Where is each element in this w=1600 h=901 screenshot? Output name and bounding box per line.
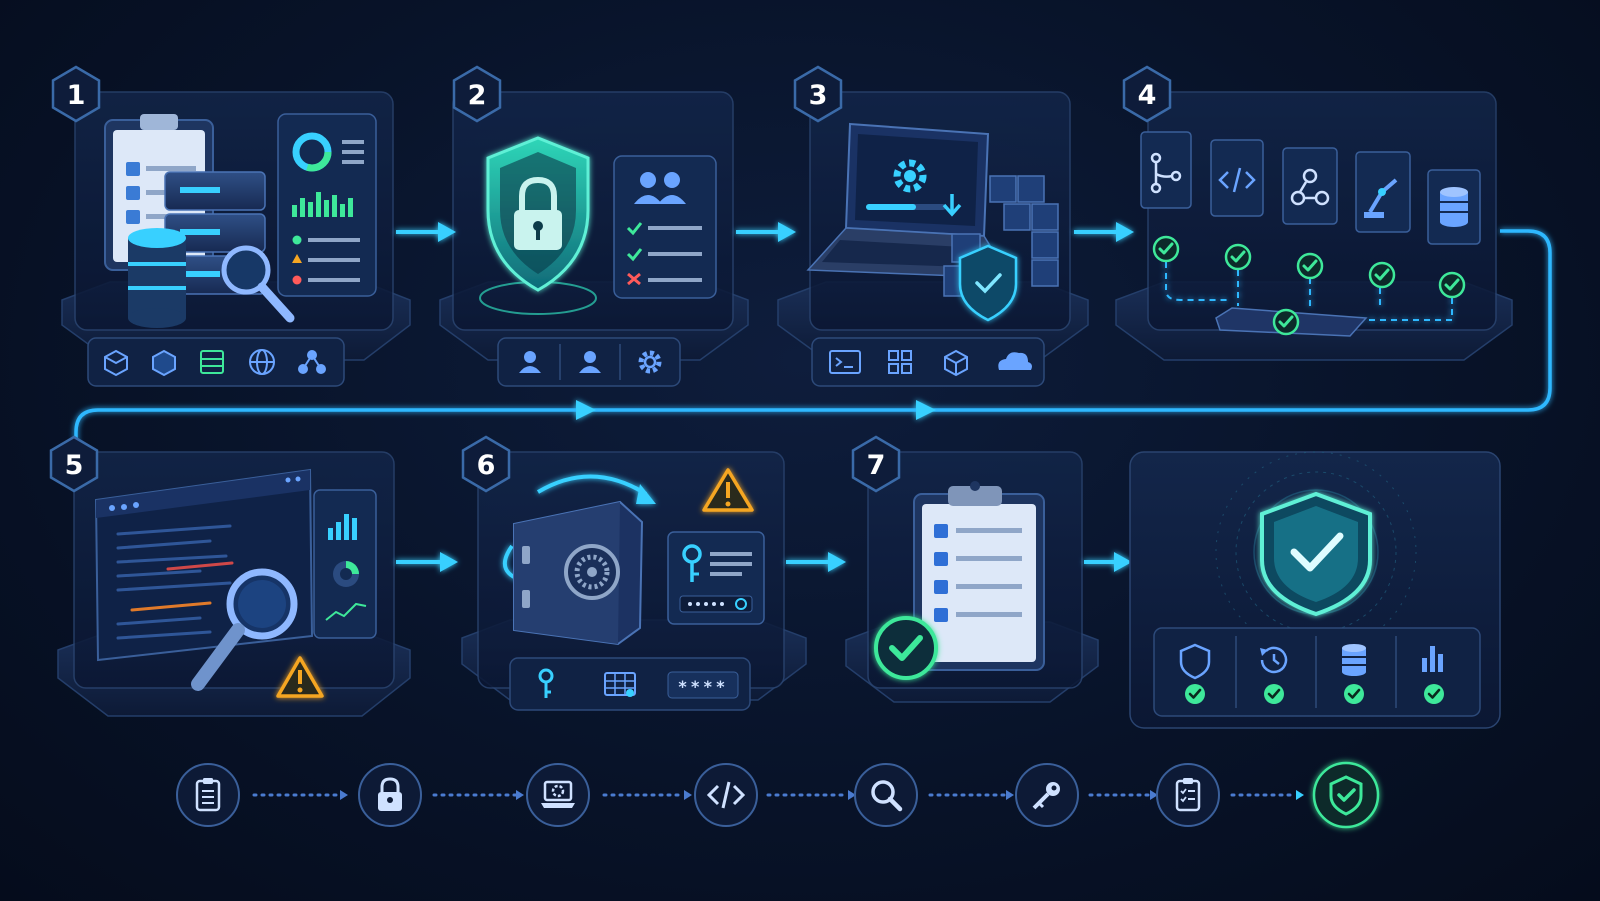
build-bar (1215, 307, 1368, 337)
robot-arm-card (1355, 151, 1411, 233)
key-icon (538, 668, 554, 698)
warning-icon (702, 468, 754, 512)
check-icon (1183, 682, 1207, 706)
webhook-card (1282, 147, 1338, 225)
timeline-laptop-settings-icon (526, 763, 590, 827)
check-icon (1224, 243, 1252, 271)
user-icon (519, 351, 541, 373)
grid-icon (888, 350, 912, 374)
checklist-clipboard-icon (913, 481, 1045, 671)
metrics-card (313, 489, 377, 639)
step-badge-1: 1 (51, 65, 101, 123)
flow-connector (74, 229, 1552, 445)
package-icon (152, 349, 176, 377)
check-icon (1368, 261, 1396, 289)
terminal-icon (829, 350, 861, 374)
flow-arrow (786, 552, 846, 572)
magnifier-icon (221, 245, 295, 323)
gear-icon (638, 350, 662, 374)
bottom-timeline (176, 761, 1380, 829)
database-card (1427, 169, 1481, 245)
timeline-search-icon (854, 763, 918, 827)
server-stack-icon (164, 171, 266, 295)
database-icon (1342, 644, 1366, 676)
timeline-key-icon (1015, 763, 1079, 827)
user-icon (579, 351, 601, 373)
flow-arrow (396, 552, 458, 572)
step-badge-2: 2 (452, 65, 502, 123)
shield-lock-icon (486, 136, 590, 292)
history-icon (1260, 646, 1288, 674)
user-permissions-card (613, 155, 717, 299)
svg-text:4: 4 (1138, 80, 1157, 111)
approved-check-icon (874, 616, 938, 680)
step-6-secrets-rotation: **** (461, 451, 807, 711)
flow-arrow (736, 222, 796, 242)
flow-arrow (396, 222, 456, 242)
svg-text:2: 2 (468, 80, 487, 111)
step-3-deployment (777, 91, 1089, 387)
step-5-monitoring (57, 451, 411, 717)
step-7-compliance (845, 451, 1099, 703)
step-badge-5: 5 (49, 435, 99, 493)
svg-text:3: 3 (809, 80, 828, 111)
svg-text:7: 7 (867, 450, 886, 481)
step-badge-7: 7 (851, 435, 901, 493)
cloud-icon (998, 352, 1032, 370)
shield-check-icon (958, 244, 1018, 322)
warning-icon (276, 656, 324, 698)
svg-text:5: 5 (65, 450, 84, 481)
vault-safe-icon (513, 500, 644, 646)
step-badge-6: 6 (461, 435, 511, 493)
dashboard-card (277, 113, 377, 297)
svg-text:6: 6 (477, 450, 496, 481)
check-icon (1152, 235, 1180, 263)
database-icon (128, 228, 186, 328)
timeline-checklist-icon (1156, 763, 1220, 827)
flow-arrow (1074, 222, 1134, 242)
branch-card (1140, 131, 1192, 209)
final-secured-stage (1129, 451, 1501, 729)
password-field: **** (667, 671, 739, 699)
check-icon (1262, 682, 1286, 706)
server-small-icon (200, 350, 224, 374)
password-mask: **** (678, 677, 729, 696)
shield-icon (1179, 643, 1211, 680)
check-icon (1342, 682, 1366, 706)
keypad-icon (604, 672, 636, 697)
flow-arrow (1084, 552, 1132, 572)
check-icon (1422, 682, 1446, 706)
timeline-lock-icon (358, 763, 422, 827)
globe-icon (249, 349, 275, 375)
step-4-pipeline-checks (1115, 91, 1513, 361)
timeline-code-icon (694, 763, 758, 827)
bar-chart-icon (1422, 646, 1443, 672)
timeline-clipboard-icon (176, 763, 240, 827)
step-badge-4: 4 (1122, 65, 1172, 123)
step-1-inventory (61, 91, 411, 387)
secured-shield-icon (1260, 491, 1372, 617)
cube-icon (944, 349, 968, 377)
cube-icon (104, 349, 128, 377)
credential-card (667, 531, 765, 625)
check-icon (1296, 252, 1324, 280)
svg-text:1: 1 (67, 80, 86, 111)
step-2-access-control (439, 91, 749, 387)
step-badge-3: 3 (793, 65, 843, 123)
network-icon (298, 350, 326, 374)
timeline-shield-check-icon (1312, 761, 1380, 829)
check-icon (1438, 271, 1466, 299)
code-card (1210, 139, 1264, 217)
magnifier-icon (191, 568, 298, 691)
